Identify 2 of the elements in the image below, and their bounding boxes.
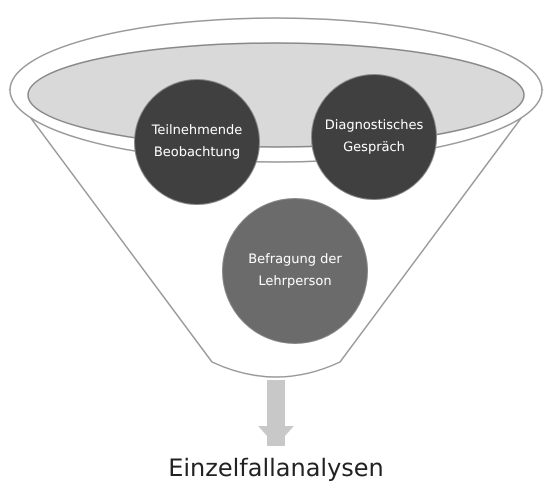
result-text: Einzelfallanalysen bbox=[160, 448, 392, 488]
arrow bbox=[258, 380, 294, 446]
